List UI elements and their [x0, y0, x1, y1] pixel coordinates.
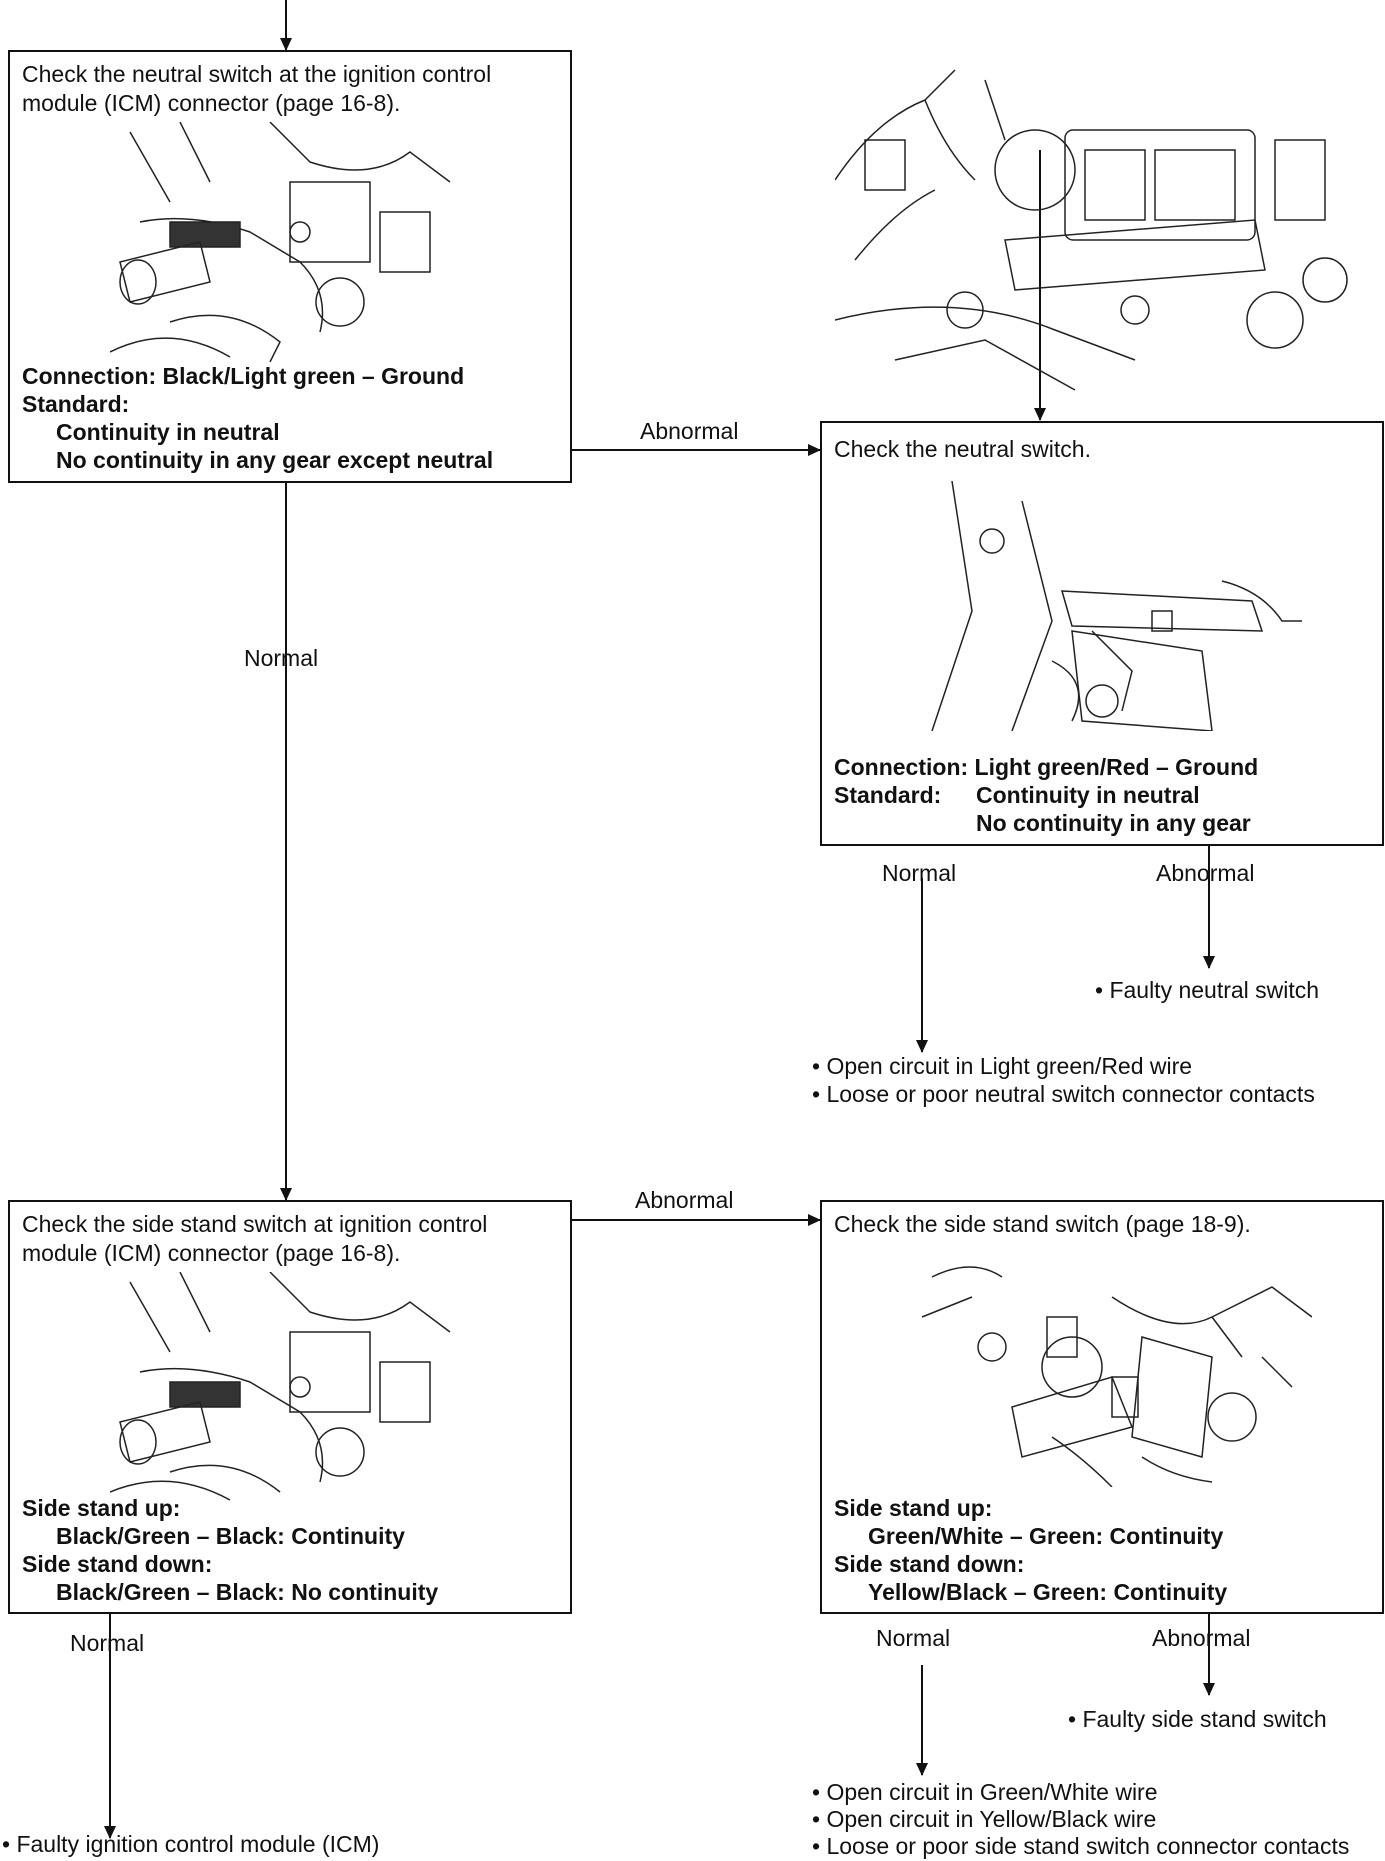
box3-normal-label: Normal [70, 1630, 145, 1656]
box1-spec-no-continuity: No continuity in any gear except neutral [56, 447, 494, 473]
box2-spec-connection: Connection: Light green/Red – Ground [834, 754, 1259, 780]
box1-title: Check the neutral switch at the ignition… [22, 61, 492, 116]
box4-spec-up: Side stand up: [834, 1495, 993, 1521]
box3-title: Check the side stand switch at ignition … [22, 1211, 488, 1266]
box4-title: Check the side stand switch (page 18-9). [834, 1211, 1251, 1237]
side-stand-switch-illustration [921, 1266, 1312, 1487]
result-faulty-icm: • Faulty ignition control module (ICM) [2, 1831, 380, 1857]
box2-abnormal-label: Abnormal [1156, 860, 1255, 886]
box2-normal-label: Normal [882, 860, 957, 886]
box4-abnormal-label: Abnormal [1152, 1625, 1251, 1651]
box3-spec-down-value: Black/Green – Black: No continuity [56, 1579, 439, 1605]
box3-spec-up-value: Black/Green – Black: Continuity [56, 1523, 405, 1549]
box2-spec-no-continuity: No continuity in any gear [976, 810, 1251, 836]
box4-spec-up-value: Green/White – Green: Continuity [868, 1523, 1224, 1549]
side-stand-switch-check-box: Check the side stand switch (page 18-9).… [820, 1200, 1384, 1614]
neutral-switch-icm-check-box: Check the neutral switch at the ignition… [8, 50, 572, 483]
box2-spec-continuity: Continuity in neutral [976, 782, 1200, 808]
box2-title: Check the neutral switch. [834, 436, 1091, 462]
box3-spec-up: Side stand up: [22, 1495, 181, 1521]
box1-normal-label: Normal [244, 645, 319, 671]
result-side-open-yellow-black: • Open circuit in Yellow/Black wire [812, 1806, 1157, 1832]
box3-spec-down: Side stand down: [22, 1551, 213, 1577]
side-stand-icm-check-box: Check the side stand switch at ignition … [8, 1200, 572, 1614]
result-side-open-green-white: • Open circuit in Green/White wire [812, 1779, 1158, 1805]
box1-abnormal-label: Abnormal [640, 418, 739, 444]
neutral-switch-illustration [931, 481, 1302, 731]
box1-spec-continuity: Continuity in neutral [56, 419, 280, 445]
box4-spec-down-value: Yellow/Black – Green: Continuity [868, 1579, 1228, 1605]
engine-bay-illustration [835, 69, 1348, 391]
neutral-switch-check-box: Check the neutral switch. Connection: Li… [820, 421, 1384, 846]
box1-spec-standard: Standard: [22, 391, 130, 417]
side-stand-icm-connector-illustration [110, 1272, 451, 1501]
result-faulty-neutral-switch: • Faulty neutral switch [1095, 977, 1320, 1003]
result-faulty-side-stand-switch: • Faulty side stand switch [1068, 1706, 1327, 1732]
result-side-loose-contacts: • Loose or poor side stand switch connec… [812, 1833, 1350, 1859]
box3-abnormal-label: Abnormal [635, 1187, 734, 1213]
result-neutral-open-circuit: • Open circuit in Light green/Red wire [812, 1053, 1193, 1079]
icm-connector-illustration [110, 122, 451, 362]
box2-spec-standard: Standard: [834, 782, 942, 808]
box1-spec-connection: Connection: Black/Light green – Ground [22, 363, 465, 389]
result-neutral-loose-contacts: • Loose or poor neutral switch connector… [812, 1081, 1315, 1107]
box4-spec-down: Side stand down: [834, 1551, 1025, 1577]
box4-normal-label: Normal [876, 1625, 951, 1651]
